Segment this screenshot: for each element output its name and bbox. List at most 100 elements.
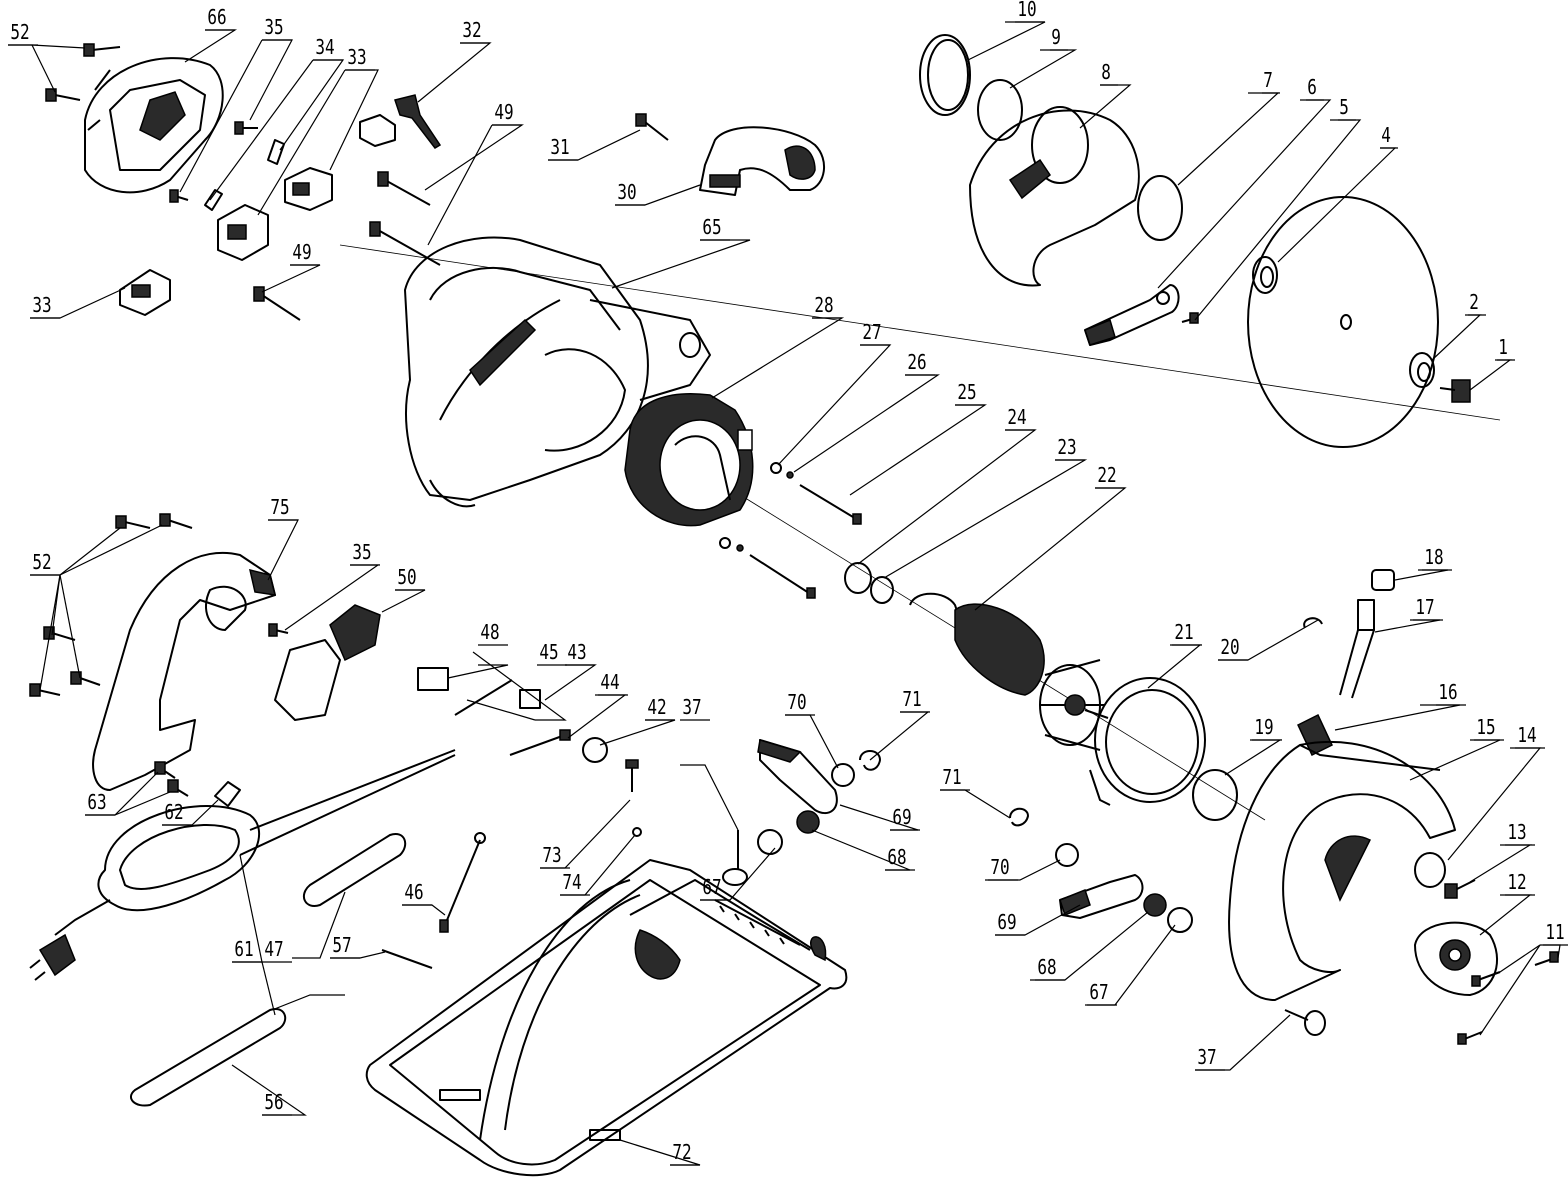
part-number-label-49: 49: [292, 241, 311, 264]
part-number-label-50: 50: [397, 566, 416, 589]
part-number-label-28: 28: [814, 294, 833, 317]
part-number-label-63: 63: [87, 791, 106, 814]
part-15-lower-guard: [1228, 740, 1456, 1001]
part-37-bolt-right: [1284, 1009, 1326, 1036]
part-number-label-57: 57: [332, 934, 351, 957]
part-45-pin: [454, 679, 513, 716]
part-32-brush: [359, 94, 442, 149]
part-47-cord-protector: [302, 833, 407, 907]
part-number-label-46: 46: [404, 881, 423, 904]
axis-line-upper: [339, 244, 1501, 421]
part-43-clip: [519, 689, 541, 709]
part-72-base-plate: [365, 859, 848, 1177]
part-10-spring: [919, 34, 971, 116]
part-number-label-31: 31: [550, 136, 569, 159]
part-number-label-34: 34: [315, 36, 334, 59]
part-30-front-handle: [699, 126, 825, 196]
part-2-outer-flange: [1409, 352, 1435, 388]
part-16-spring: [1297, 713, 1333, 757]
part-68-nut-mid: [796, 810, 820, 834]
part-68-nut-right: [1143, 893, 1167, 917]
part-number-label-44: 44: [600, 671, 619, 694]
saw-blade: [1247, 196, 1439, 448]
part-number-label-16: 16: [1438, 681, 1457, 704]
part-number-label-67: 67: [702, 876, 721, 899]
part-number-label-30: 30: [617, 181, 636, 204]
part-21-baffle: [1089, 677, 1206, 806]
part-number-label-61: 61: [234, 938, 253, 961]
part-49-long-bolts: [253, 171, 441, 321]
part-number-label-21: 21: [1174, 621, 1193, 644]
part-4-flange: [1252, 256, 1278, 294]
part-74-washer: [632, 827, 642, 837]
part-70-ring-mid: [831, 763, 855, 787]
part-number-label-4: 4: [1381, 124, 1391, 147]
part-number-label-70: 70: [787, 691, 806, 714]
part-52-screws-top: [45, 43, 121, 102]
part-number-label-25: 25: [957, 381, 976, 404]
part-65-motor-housing: [404, 236, 711, 508]
part-number-label-66: 66: [207, 6, 226, 29]
part-57-pin: [381, 949, 433, 969]
part-8-upper-guard: [969, 106, 1140, 287]
part-number-label-70: 70: [990, 856, 1009, 879]
part-31-screw: [635, 113, 669, 141]
part-17-pin: [1339, 599, 1375, 699]
part-18-cap: [1371, 569, 1395, 591]
part-number-label-69: 69: [997, 911, 1016, 934]
part-number-label-68: 68: [887, 846, 906, 869]
part-number-label-67: 67: [1089, 981, 1108, 1004]
part-number-label-62: 62: [164, 801, 183, 824]
blade-arbor-hole: [1340, 314, 1352, 330]
part-70-ring-right: [1055, 843, 1079, 867]
part-56-wrench: [130, 1008, 287, 1107]
part-46-lead: [439, 832, 486, 933]
part-27-26-25-washers-bolt: [719, 462, 894, 604]
part-number-label-47: 47: [264, 938, 283, 961]
part-number-label-49: 49: [494, 101, 513, 124]
part-number-label-7: 7: [1263, 69, 1273, 92]
part-number-label-24: 24: [1007, 406, 1026, 429]
part-52-screws-left: [29, 513, 193, 697]
part-6-lever: [1084, 284, 1180, 346]
part-number-label-9: 9: [1051, 26, 1061, 49]
part-number-label-52: 52: [10, 21, 29, 44]
part-number-label-73: 73: [542, 844, 561, 867]
part-22-armature: [909, 592, 1109, 751]
part-42-bushing: [582, 737, 608, 763]
part-number-label-74: 74: [562, 871, 581, 894]
part-67-washer-right: [1167, 907, 1193, 933]
part-63-62-screws: [154, 761, 241, 807]
part-number-label-14: 14: [1517, 724, 1536, 747]
part-19-ring: [1192, 769, 1238, 821]
part-37-bolt-mid: [722, 830, 748, 886]
part-number-label-12: 12: [1507, 871, 1526, 894]
part-number-label-69: 69: [892, 806, 911, 829]
part-number-label-71: 71: [942, 766, 961, 789]
part-69-lever-right: [1059, 874, 1144, 919]
part-number-label-10: 10: [1017, 0, 1036, 22]
part-33-brush-holder-lower: [119, 269, 171, 316]
part-number-label-6: 6: [1307, 76, 1317, 99]
part-73-screw: [625, 759, 639, 792]
part-71-clip-right: [1009, 807, 1029, 827]
part-69-lever-mid: [757, 739, 838, 815]
part-number-label-35: 35: [352, 541, 371, 564]
part-number-label-48: 48: [480, 621, 499, 644]
part-75-rear-handle: [92, 551, 277, 791]
part-number-label-19: 19: [1254, 716, 1273, 739]
part-number-label-33: 33: [347, 46, 366, 69]
part-number-label-8: 8: [1101, 61, 1111, 84]
part-35-screw-mid: [268, 623, 289, 637]
part-number-label-71: 71: [902, 688, 921, 711]
part-number-label-18: 18: [1424, 546, 1443, 569]
part-number-label-72: 72: [672, 1141, 691, 1164]
part-7-ring: [1137, 175, 1183, 241]
part-number-label-2: 2: [1469, 291, 1479, 314]
part-35-34-33-small-parts: [169, 121, 333, 261]
part-28-stator: [624, 393, 754, 527]
part-number-label-26: 26: [907, 351, 926, 374]
part-number-label-68: 68: [1037, 956, 1056, 979]
part-67-washer-mid: [757, 829, 783, 855]
